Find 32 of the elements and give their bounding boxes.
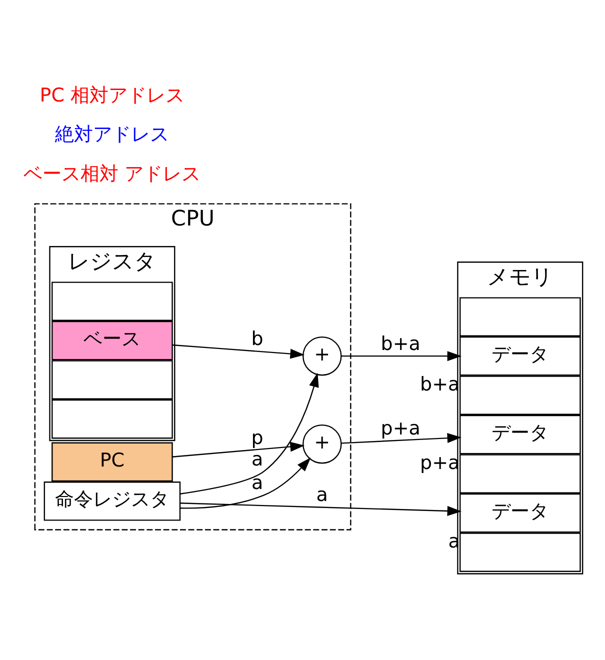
edge-label: a [316,483,328,506]
arrow [180,502,462,516]
node-box: データ [460,336,581,376]
edge-label: a [251,448,264,470]
edge-label: b+a [380,332,420,354]
node-box [52,281,173,320]
node-box: 命令レジスタ [44,481,181,520]
node-box [460,375,581,414]
arrow [180,372,319,494]
arrow [172,441,305,457]
edge-label: a [251,472,264,494]
label: ベース相対 アドレス [24,162,201,184]
node-box [52,360,173,399]
node-box: データ [460,492,581,532]
arrow [172,344,305,358]
node-box: データ [460,414,581,454]
node-box: PC [52,442,173,482]
node-box: ベース [52,320,173,360]
label: PC 相対アドレス [40,84,185,106]
node-box [460,454,581,493]
edge-label: p+a [380,416,420,439]
arrow [341,350,462,361]
edge-label: b [251,328,264,350]
node-circle: + [302,336,342,376]
label: 絶対アドレス [55,123,170,146]
node-box [460,532,581,572]
arrow [180,456,311,508]
arrow [341,432,462,444]
node-box [52,398,173,438]
edge-label: p [251,426,264,448]
node-box [460,296,581,336]
node-circle: + [302,424,342,464]
